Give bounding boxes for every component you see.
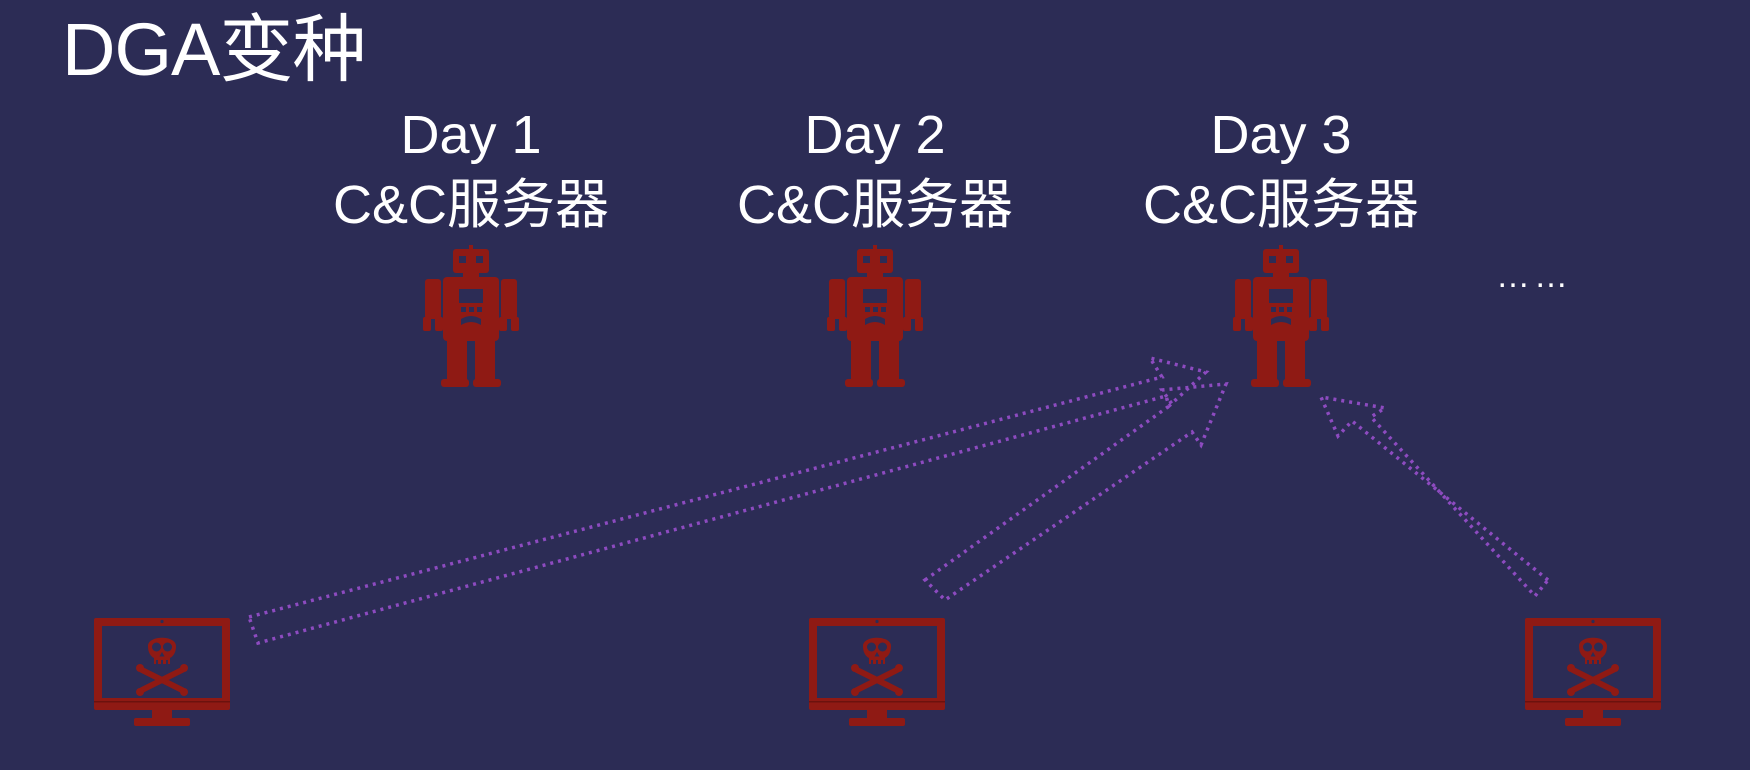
server-day-label: Day 1 xyxy=(400,105,542,165)
more-servers-ellipsis: …… xyxy=(1496,257,1572,295)
connection-arrow xyxy=(246,355,1210,646)
server-name-label: C&C服务器 xyxy=(736,175,1013,235)
infected-monitor-icon xyxy=(94,618,230,730)
server-name-label: C&C服务器 xyxy=(1142,175,1419,235)
slide-title: DGA变种 xyxy=(62,8,366,91)
server-day-2: Day 2 C&C服务器 xyxy=(710,100,1040,240)
infected-monitor-icon xyxy=(809,618,945,730)
infected-monitor-icon xyxy=(1525,618,1661,730)
server-day-1: Day 1 C&C服务器 xyxy=(306,100,636,240)
server-day-label: Day 3 xyxy=(1210,105,1352,165)
server-name-label: C&C服务器 xyxy=(332,175,609,235)
connection-arrow xyxy=(922,381,1229,603)
connection-arrow xyxy=(1318,394,1551,599)
server-day-3: Day 3 C&C服务器 xyxy=(1116,100,1446,240)
server-day-label: Day 2 xyxy=(804,105,946,165)
